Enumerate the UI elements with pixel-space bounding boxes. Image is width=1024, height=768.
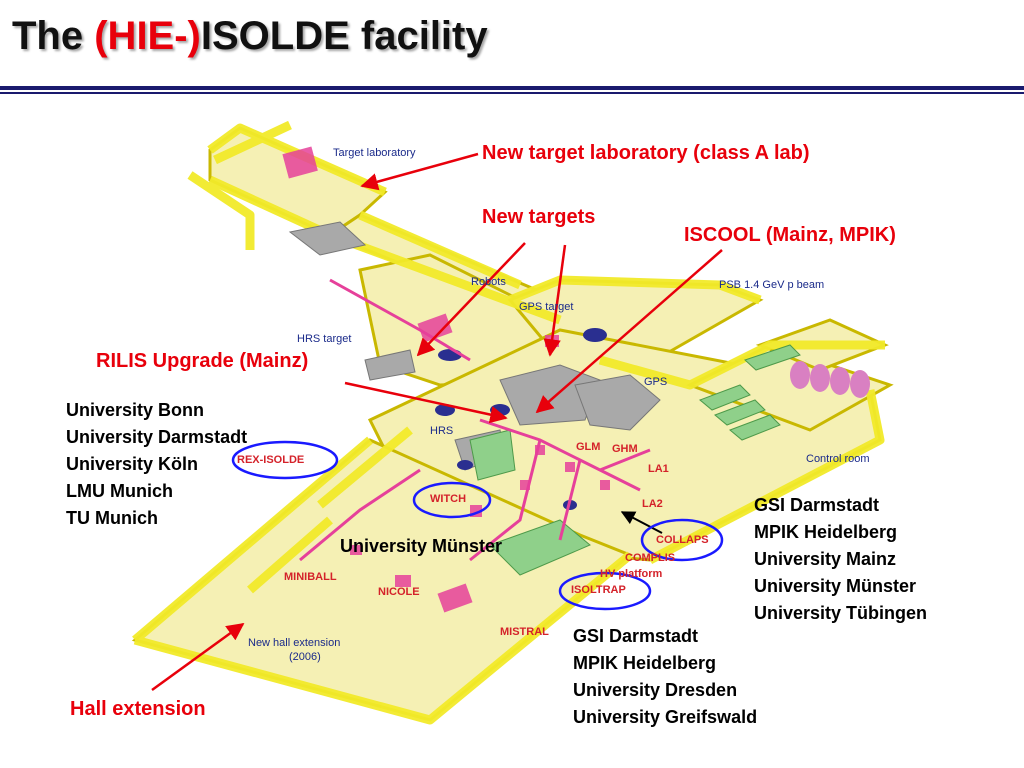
collab-item: MPIK Heidelberg (754, 522, 898, 542)
arrow-hall-extension (151, 622, 245, 692)
collab-list-rex-isolde: University Bonn University Darmstadt Uni… (66, 397, 247, 532)
title-accent: (HIE-) (94, 14, 201, 58)
collab-item: LMU Munich (66, 481, 173, 501)
arrow-new-target-gps (543, 244, 567, 357)
label-collaps: COLLAPS (656, 534, 709, 546)
separator-blocks (288, 221, 661, 471)
collab-item: University Tübingen (754, 603, 928, 623)
beamlines (299, 278, 651, 562)
title-suffix: ISOLDE facility (200, 14, 488, 58)
label-isoltrap: ISOLTRAP (571, 584, 626, 596)
title-prefix: The (12, 14, 95, 58)
collab-item: MPIK Heidelberg (573, 653, 717, 673)
label-target-laboratory: Target laboratory (333, 147, 416, 159)
beamline-equipment (282, 146, 610, 613)
control-room-racks (469, 344, 801, 576)
label-miniball: MINIBALL (284, 571, 337, 583)
label-glm: GLM (576, 441, 601, 453)
label-la2: LA2 (642, 498, 663, 510)
highlight-rings (231, 440, 724, 611)
label-hrs: HRS (430, 425, 454, 437)
title-rule-thin (0, 92, 1024, 94)
collab-item: University Köln (66, 454, 199, 474)
collab-item: University Darmstadt (66, 427, 248, 447)
collab-item: University Greifswald (573, 707, 758, 727)
label-psb-beam: PSB 1.4 GeV p beam (719, 279, 825, 291)
callout-target-lab: New target laboratory (class A lab) (482, 142, 810, 164)
label-hrs-target: HRS target (297, 333, 352, 345)
collab-item: GSI Darmstadt (573, 626, 699, 646)
collab-item: GSI Darmstadt (754, 495, 880, 515)
callout-iscool: ISCOOL (Mainz, MPIK) (684, 224, 896, 246)
callout-arrows (151, 152, 723, 692)
ring-isoltrap (558, 571, 652, 611)
ring-witch (412, 481, 492, 519)
arrow-rilis (344, 381, 508, 424)
arrow-iscool (535, 249, 723, 414)
callout-rilis: RILIS Upgrade (Mainz) (96, 350, 309, 372)
arrow-collaps (620, 511, 663, 534)
collab-item: TU Munich (66, 508, 158, 528)
collab-item: University Münster (754, 576, 917, 596)
label-control-room: Control room (806, 453, 870, 465)
label-witch: WITCH (430, 493, 467, 505)
label-nicole: NICOLE (378, 586, 420, 598)
ring-collaps (640, 518, 724, 562)
label-mistral: MISTRAL (500, 626, 549, 638)
label-complis: COMPLIS (625, 552, 676, 564)
ring-rex-isolde (231, 440, 339, 480)
collab-list-collaps: GSI Darmstadt MPIK Heidelberg University… (754, 492, 927, 627)
label-rex-isolde: REX-ISOLDE (237, 454, 305, 466)
collab-item: University Dresden (573, 680, 738, 700)
title-rule-thick (0, 86, 1024, 90)
label-la1: LA1 (648, 463, 669, 475)
label-ghm: GHM (612, 443, 638, 455)
label-gps: GPS (644, 376, 668, 388)
collab-list-isoltrap: GSI Darmstadt MPIK Heidelberg University… (573, 623, 757, 731)
collab-witch: University Münster (340, 536, 503, 556)
collab-item: University Bonn (66, 400, 205, 420)
arrow-new-target-hrs (416, 242, 526, 357)
page-title: The (HIE-)ISOLDE facility (12, 14, 488, 59)
label-robots: Robots (471, 276, 506, 288)
arrow-target-lab (360, 152, 479, 191)
collab-item: University Mainz (754, 549, 897, 569)
label-hv-platform: HV platform (600, 568, 663, 580)
callout-hall-extension: Hall extension (70, 698, 206, 720)
gas-cylinders (790, 361, 870, 398)
callout-new-targets: New targets (482, 206, 596, 228)
label-gps-target: GPS target (519, 301, 574, 313)
label-new-hall-year: (2006) (289, 651, 321, 663)
label-new-hall-extension: New hall extension (248, 637, 341, 649)
